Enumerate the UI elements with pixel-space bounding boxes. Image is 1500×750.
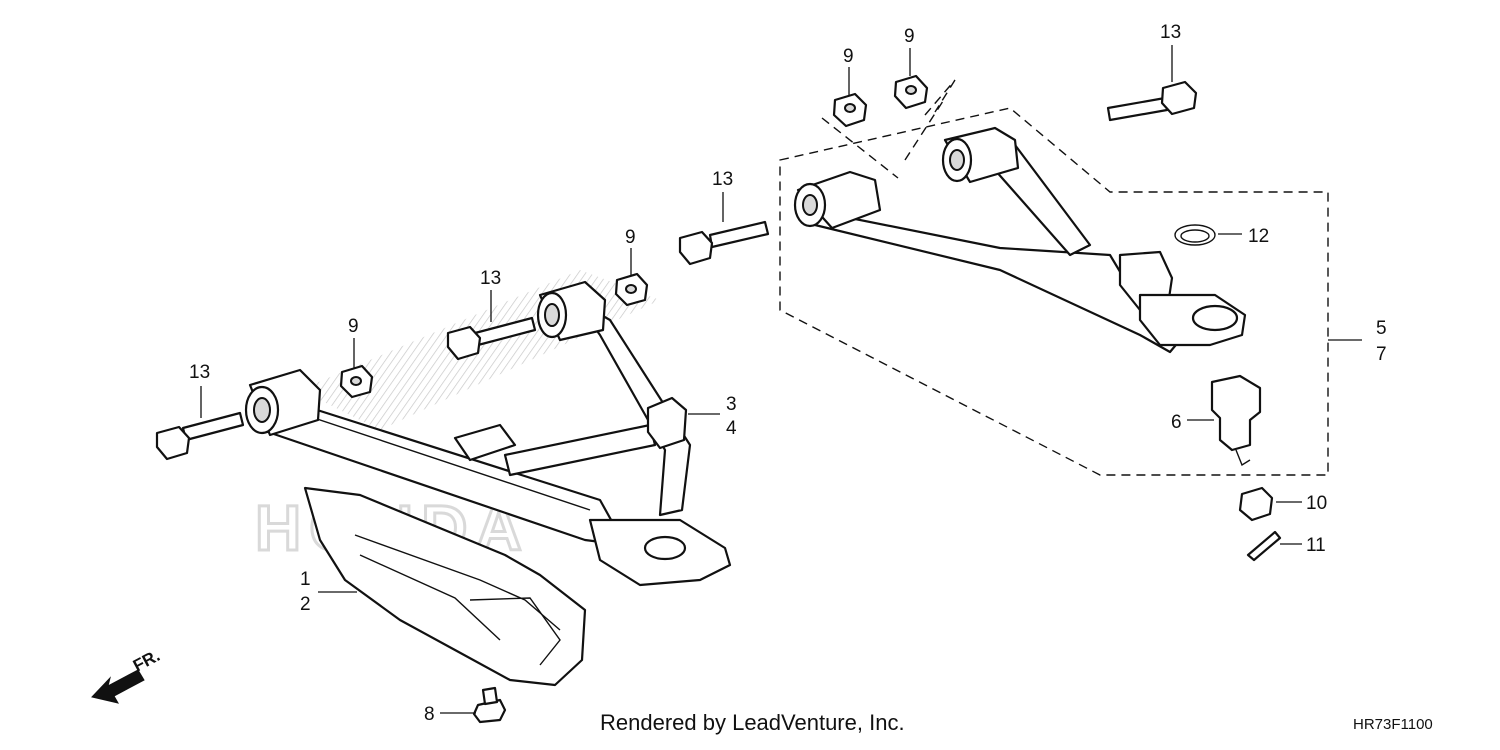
flange-nut-lower-front [339,364,374,399]
callout-6: 6 [1171,412,1182,433]
callout-9-lower-rear: 9 [625,227,636,248]
flange-nut-lower-rear [614,272,649,307]
cotter-pin [1246,530,1282,562]
bolt-upper-front [678,220,770,266]
callout-11: 11 [1306,535,1326,556]
callout-9-lower-front: 9 [348,316,359,337]
bolt-lower-front [155,411,245,461]
callout-5: 5 [1376,318,1387,339]
callout-13-upper-rear: 13 [1160,22,1181,43]
bolt-upper-rear [1106,80,1198,122]
callout-10: 10 [1306,493,1327,514]
bolt-lower-rear [446,316,537,361]
lower-arm-assembly [244,280,732,587]
callout-9-upper-right: 9 [904,26,915,47]
castle-nut [1238,486,1274,522]
callout-3: 3 [726,394,737,415]
callout-4: 4 [726,418,737,439]
callout-13-upper-front: 13 [712,169,733,190]
leader-lines [200,45,1362,714]
callout-1: 1 [300,569,311,590]
rendered-by-text: Rendered by LeadVenture, Inc. [600,710,905,735]
callout-8: 8 [424,704,435,725]
callout-12: 12 [1248,226,1269,247]
front-direction-arrow: FR. [91,646,163,704]
callout-13-lower-rear: 13 [480,268,501,289]
callout-7: 7 [1376,344,1387,365]
callout-labels: 13 9 9 13 9 13 9 13 12 5 7 6 10 11 3 4 1… [189,22,1387,725]
ball-joint [1210,374,1262,467]
diagram-code: HR73F1100 [1353,716,1433,733]
skid-guard [303,486,587,687]
flange-nut-upper-left [832,92,868,128]
callout-9-upper-left: 9 [843,46,854,67]
circlip [1174,224,1216,246]
assembly-boundary [779,79,1329,476]
bolt-skid [472,686,507,724]
callout-13-lower-front: 13 [189,362,210,383]
callout-2: 2 [300,594,311,615]
flange-nut-upper-right [893,74,929,110]
upper-arm-assembly [793,126,1247,354]
